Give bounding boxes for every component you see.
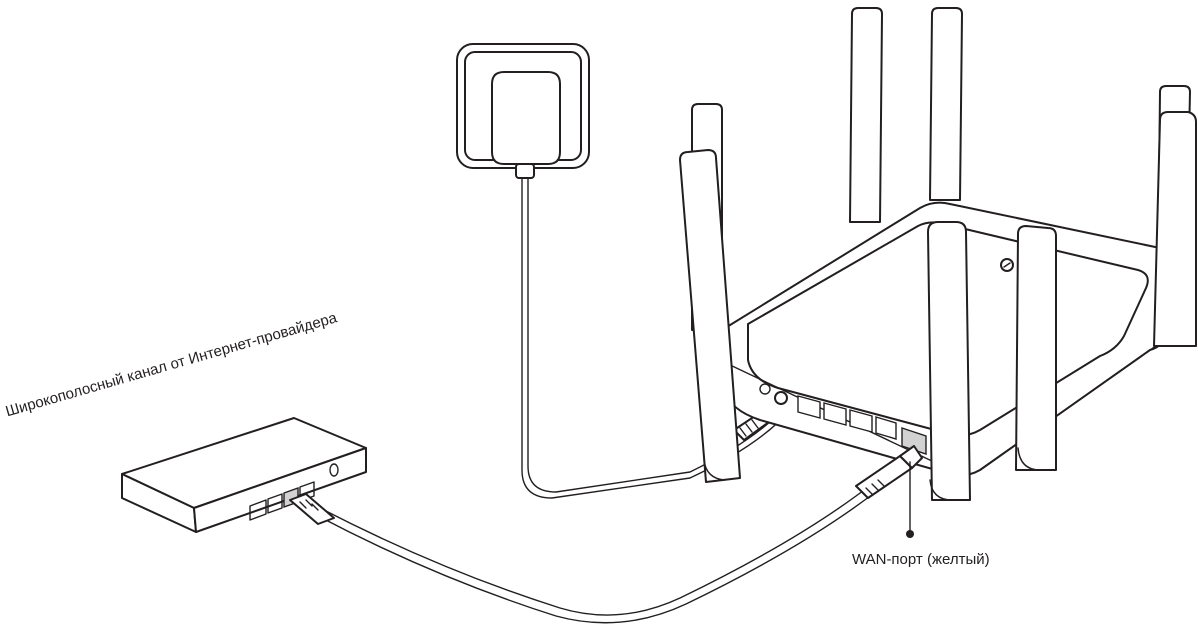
wan-port-label: WAN-порт (желтый) (852, 551, 990, 568)
power-adapter-icon (456, 43, 590, 179)
router-icon (679, 7, 1197, 501)
modem-icon (121, 417, 367, 533)
power-jack (774, 391, 788, 405)
ethernet-cable-icon (289, 445, 923, 624)
wan-callout (906, 461, 914, 538)
callout-dot (906, 530, 914, 538)
wan-port (901, 427, 927, 455)
reset-button (759, 383, 771, 395)
lan-ports (797, 395, 897, 440)
